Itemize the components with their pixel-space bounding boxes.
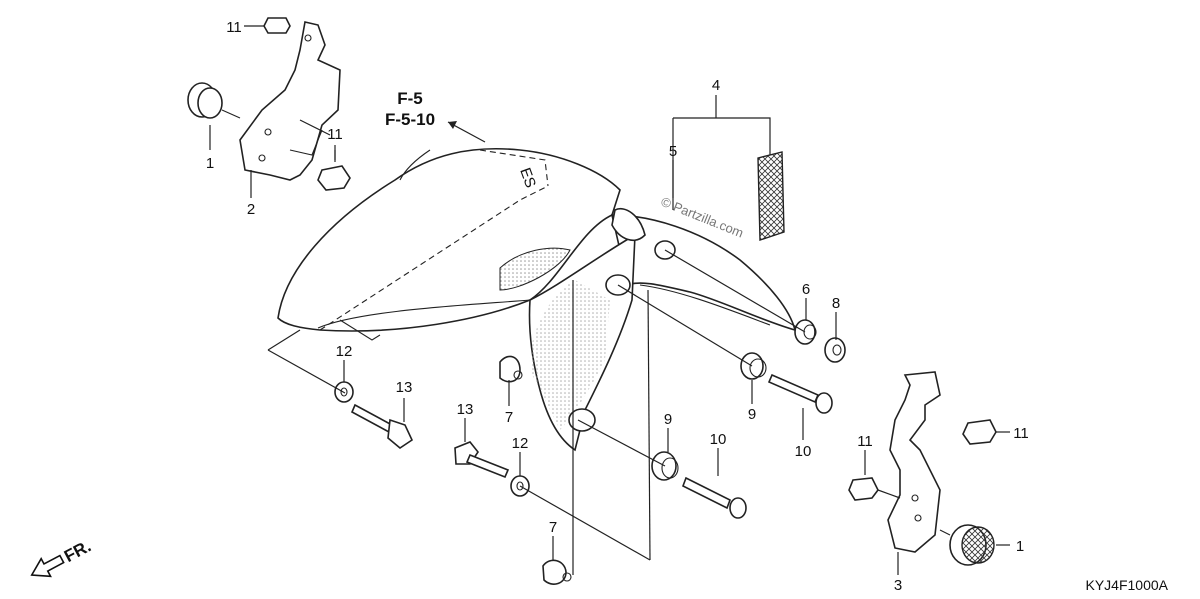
collar-upper-part-9 (740, 352, 767, 380)
clip-upper-part-7 (499, 355, 523, 383)
callout-7-upper: 7 (505, 409, 513, 426)
bolt-left-part-13 (350, 403, 414, 449)
callout-13-left: 13 (396, 379, 413, 396)
assembly-lines (267, 119, 806, 575)
emblem-part-5 (757, 151, 785, 241)
callout-9-upper: 9 (748, 406, 756, 423)
ref-top: F-5 (397, 89, 423, 108)
bracket-right-part-3 (887, 371, 941, 553)
front-fender: ES (277, 147, 797, 452)
bolt-mid-part-13 (454, 441, 510, 479)
front-label: FR. (61, 536, 94, 566)
callout-11-mid-left: 11 (327, 126, 343, 143)
nut-right-lower-part-11 (848, 477, 901, 501)
callout-3: 3 (894, 577, 902, 594)
callout-12-mid: 12 (512, 435, 529, 452)
callout-9-lower: 9 (664, 411, 672, 428)
callout-7-lower: 7 (549, 519, 557, 536)
grommet-left-part-1 (187, 82, 241, 119)
clip-lower-part-7 (542, 559, 572, 585)
callout-11-right-lower: 11 (857, 433, 873, 450)
nut-top-left-part-11 (263, 17, 291, 34)
nut-mid-left-part-11 (317, 150, 351, 191)
callout-11-right-upper: 11 (1013, 425, 1029, 442)
callout-8: 8 (832, 295, 840, 312)
callout-4: 4 (712, 77, 720, 94)
callout-11-top-left: 11 (226, 19, 242, 36)
washer-part-8 (824, 337, 846, 363)
callout-10-upper: 10 (795, 443, 812, 460)
bolt-upper-part-10 (767, 373, 833, 414)
callout-6: 6 (802, 281, 810, 298)
callout-10-lower: 10 (710, 431, 727, 448)
callout-1-left: 1 (206, 155, 214, 172)
callout-13-mid: 13 (457, 401, 474, 418)
front-arrow-icon (30, 554, 65, 578)
leader-lines (209, 25, 1010, 575)
ref-arrow-head (448, 121, 457, 129)
bracket-left-part-2 (239, 21, 341, 181)
callout-5: 5 (669, 143, 677, 160)
nut-right-upper-part-11 (962, 419, 997, 445)
callout-2: 2 (247, 201, 255, 218)
drawing-code: KYJ4F1000A (1086, 577, 1169, 593)
grommet-right-part-1 (939, 524, 995, 566)
front-direction-indicator: FR. (30, 536, 94, 578)
mold-mark: ES (516, 166, 539, 191)
bolt-lower-part-10 (681, 476, 747, 519)
callout-1-right: 1 (1016, 538, 1024, 555)
callout-bracket-4-5 (672, 95, 771, 210)
ref-bottom: F-5-10 (385, 110, 435, 129)
reference-label: F-5 F-5-10 (385, 89, 486, 143)
callout-12-left: 12 (336, 343, 353, 360)
callout-labels: 1 1 2 3 4 5 6 7 7 8 9 9 10 10 11 11 11 1… (206, 19, 1029, 594)
grommet-part-6 (794, 319, 817, 345)
